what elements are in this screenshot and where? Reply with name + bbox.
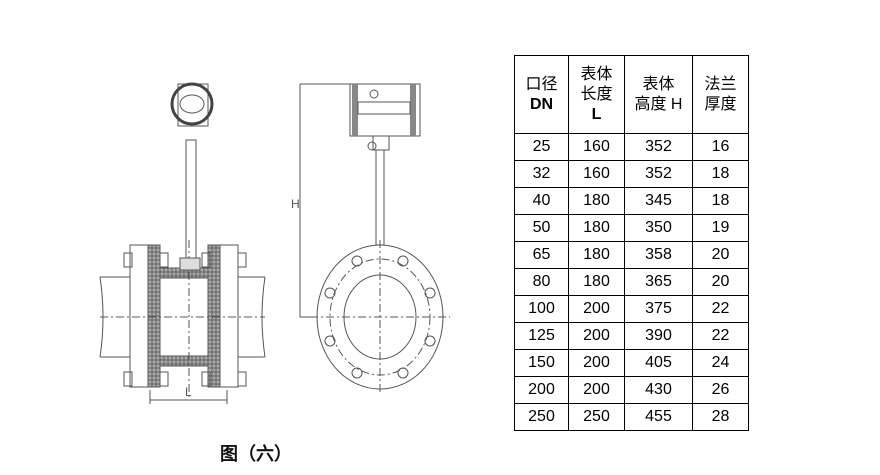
table-cell: 365 — [624, 268, 693, 296]
table-cell: 180 — [568, 214, 625, 242]
table-cell: 24 — [692, 349, 749, 377]
table-cell: 250 — [514, 403, 569, 431]
table-cell: 26 — [692, 376, 749, 404]
table-cell: 20 — [692, 268, 749, 296]
column-header: 表体高度 H — [624, 55, 693, 134]
table-cell: 50 — [514, 214, 569, 242]
header-line: 口径 — [525, 75, 558, 93]
header-line: 法兰 — [704, 75, 737, 93]
table-cell: 25 — [514, 133, 569, 161]
table-cell: 20 — [692, 241, 749, 269]
table-cell: 125 — [514, 322, 569, 350]
table-cell: 200 — [568, 295, 625, 323]
table-cell: 28 — [692, 403, 749, 431]
table-cell: 80 — [514, 268, 569, 296]
bolt-holes — [324, 255, 436, 379]
table-cell: 180 — [568, 268, 625, 296]
table-cell: 350 — [624, 214, 693, 242]
header-line: L — [591, 105, 602, 123]
table-cell: 19 — [692, 214, 749, 242]
table-cell: 100 — [514, 295, 569, 323]
table-cell: 250 — [568, 403, 625, 431]
dim-height-label: H — [291, 197, 300, 211]
table-cell: 18 — [692, 160, 749, 188]
table-cell: 22 — [692, 322, 749, 350]
table-cell: 160 — [568, 133, 625, 161]
table-cell: 200 — [514, 376, 569, 404]
header-line: DN — [529, 95, 554, 113]
table-cell: 390 — [624, 322, 693, 350]
header-line: 表体 — [642, 75, 675, 93]
table-cell: 180 — [568, 241, 625, 269]
table-cell: 455 — [624, 403, 693, 431]
table-cell: 40 — [514, 187, 569, 215]
header-line: 厚度 — [704, 95, 737, 113]
dim-length-label: L — [185, 385, 192, 399]
table-cell: 200 — [568, 322, 625, 350]
table-cell: 18 — [692, 187, 749, 215]
front-view: H — [291, 83, 450, 395]
side-view: L — [99, 82, 266, 404]
column-header: 口径 DN — [514, 55, 569, 134]
table-cell: 352 — [624, 133, 693, 161]
column-header: 法兰厚度 — [692, 55, 749, 134]
column-header: 表体长度 L — [568, 55, 625, 134]
table-cell: 200 — [568, 349, 625, 377]
table-cell: 22 — [692, 295, 749, 323]
header-line: 长度 — [580, 85, 613, 103]
header-line: 高度 H — [634, 95, 683, 113]
table-cell: 375 — [624, 295, 693, 323]
figure-caption: 图（六） — [220, 444, 292, 465]
flowmeter-drawing: L H — [99, 82, 450, 404]
table-cell: 358 — [624, 241, 693, 269]
table-cell: 200 — [568, 376, 625, 404]
table-cell: 405 — [624, 349, 693, 377]
table-cell: 160 — [568, 160, 625, 188]
table-cell: 65 — [514, 241, 569, 269]
header-line: 表体 — [580, 65, 613, 83]
table-cell: 16 — [692, 133, 749, 161]
table-cell: 352 — [624, 160, 693, 188]
table-cell: 345 — [624, 187, 693, 215]
table-cell: 430 — [624, 376, 693, 404]
table-cell: 32 — [514, 160, 569, 188]
table-cell: 180 — [568, 187, 625, 215]
table-cell: 150 — [514, 349, 569, 377]
